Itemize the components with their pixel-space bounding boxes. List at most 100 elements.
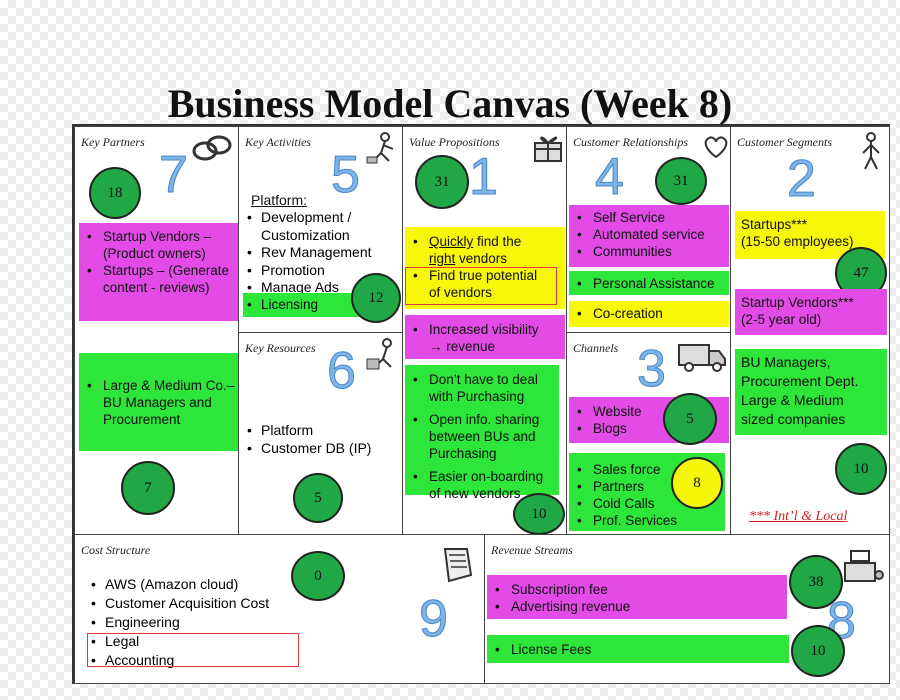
customer-segments-number: 2 [787, 150, 817, 208]
revenue-streams-label: Revenue Streams [491, 543, 573, 557]
cash-register-icon [844, 550, 884, 582]
list-item: Prof. Services [569, 512, 725, 529]
list-item: Partners [569, 478, 725, 495]
revenue-streams-badge-top: 38 [789, 555, 843, 609]
value-propositions-number: 1 [469, 148, 499, 206]
list-item: Customer DB (IP) [243, 439, 371, 457]
key-activities-number: 5 [331, 146, 361, 204]
channels-section: Channels 3 Website Blogs 5 Sales force P… [566, 332, 732, 536]
list-item: Promotion [243, 262, 381, 280]
value-magenta-box: Increased visibility → revenue [405, 315, 565, 359]
key-resources-number: 6 [327, 342, 357, 400]
list-item: Co-creation [569, 305, 729, 322]
list-item: License Fees [487, 641, 789, 658]
relationships-green-box: Personal Assistance [569, 271, 729, 295]
resources-icon [366, 338, 392, 370]
revenue-magenta-box: Subscription fee Advertising revenue [487, 575, 787, 619]
segments-green-line: Large & Medium [741, 392, 844, 408]
customer-relationships-label: Customer Relationships [573, 135, 689, 149]
list-item: Legal [87, 632, 269, 651]
cost-structure-number: 9 [419, 590, 449, 648]
text: find the [473, 234, 522, 249]
key-activities-label: Key Activities [245, 135, 312, 149]
revenue-green-box: License Fees [487, 635, 789, 663]
key-activities-badge: 12 [351, 273, 401, 323]
customer-relationships-badge: 31 [655, 157, 707, 205]
key-activities-list: Development / Customization Rev Manageme… [243, 209, 381, 297]
receipt-icon [443, 548, 473, 583]
list-item: Automated service [569, 226, 729, 243]
platform-heading: Platform: [251, 192, 308, 208]
customer-relationships-section: Customer Relationships 4 31 Self Service… [566, 126, 732, 334]
segments-magenta-line: (2-5 year old) [741, 312, 822, 327]
channels-badge-green: 5 [663, 393, 717, 445]
relationships-yellow-box: Co-creation [569, 301, 729, 327]
legal-accounting-outline [87, 633, 299, 667]
list-item: Increased visibility → revenue [405, 321, 549, 355]
revenue-streams-badge-bottom: 10 [791, 625, 845, 677]
channels-number: 3 [637, 340, 667, 398]
list-item: Subscription fee [487, 581, 787, 598]
truck-icon [678, 344, 726, 372]
chain-link-icon [192, 135, 232, 161]
customer-relationships-number: 4 [595, 148, 625, 206]
cost-structure-badge: 0 [291, 551, 345, 601]
text: vendors [455, 251, 508, 266]
customer-segments-label: Customer Segments [737, 135, 832, 149]
cost-structure-label: Cost Structure [81, 543, 151, 557]
segments-green-line: sized companies [741, 411, 846, 427]
list-item: Customer Acquisition Cost [87, 594, 269, 613]
list-item: Website [569, 403, 729, 420]
list-item: Easier on-boarding of new vendors [405, 468, 549, 502]
segments-yellow-line: (15-50 employees) [741, 234, 854, 249]
key-partners-badge-top: 18 [89, 167, 141, 219]
list-item: Engineering [87, 613, 269, 632]
value-propositions-label: Value Propositions [409, 135, 500, 149]
key-activities-section: Key Activities 5 Platform: Development /… [238, 126, 404, 334]
person-icon [862, 132, 880, 170]
key-partners-number: 7 [159, 146, 189, 204]
intl-local-note: *** Int’l & Local [749, 509, 848, 524]
worker-icon [366, 132, 394, 164]
list-item: Manage Ads [243, 279, 381, 297]
list-item: Licensing [243, 296, 373, 313]
key-resources-badge: 5 [293, 473, 343, 523]
key-resources-section: Key Resources 6 Platform Customer DB (IP… [238, 332, 404, 536]
segments-magenta-line: Startup Vendors*** [741, 295, 854, 310]
revenue-streams-section: Revenue Streams Subscription fee Adverti… [484, 534, 890, 684]
key-resources-label: Key Resources [245, 341, 316, 355]
value-propositions-section: Value Propositions 31 1 Quickly find the… [402, 126, 568, 536]
segments-green-box: BU Managers, Procurement Dept. Large & M… [735, 349, 887, 435]
heart-icon [704, 136, 728, 159]
page-title: Business Model Canvas (Week 8) [167, 81, 733, 126]
key-partners-box-companies: Large & Medium Co.– BU Managers and Proc… [79, 353, 239, 451]
key-partners-label: Key Partners [81, 135, 145, 149]
value-propositions-badge-top: 31 [415, 155, 469, 209]
customer-segments-badge-bottom: 10 [835, 443, 887, 495]
list-item: Accounting [87, 651, 269, 670]
list-item: Communities [569, 243, 729, 260]
value-green-box: Don’t have to deal with Purchasing Open … [405, 365, 559, 501]
key-resources-list: Platform Customer DB (IP) [243, 421, 371, 457]
key-partners-badge-bottom: 7 [121, 461, 175, 515]
list-item: Rev Management [243, 244, 381, 262]
highlight-outline [405, 267, 557, 305]
segments-green-line: BU Managers, [741, 354, 831, 370]
relationships-magenta-box: Self Service Automated service Communiti… [569, 205, 729, 267]
key-partners-box-partners: Startup Vendors – (Product owners)Startu… [79, 223, 239, 321]
channels-badge-yellow: 8 [671, 457, 723, 509]
list-item: Startups – (Generate content - reviews) [79, 262, 239, 296]
business-model-canvas: Key Partners 7 18 Startup Vendors – (Pro… [72, 124, 890, 684]
list-item: Personal Assistance [569, 275, 729, 292]
list-item: Find true potential of vendors [405, 267, 549, 301]
segments-magenta-box: Startup Vendors*** (2-5 year old) [735, 289, 887, 335]
channels-label: Channels [573, 341, 619, 355]
segments-yellow-line: Startups*** [741, 217, 808, 232]
customer-segments-section: Customer Segments 2 Startups*** (15-50 e… [730, 126, 890, 536]
list-item: Self Service [569, 209, 729, 226]
underlined-text: Quickly [429, 234, 474, 249]
list-item: Cold Calls [569, 495, 725, 512]
list-item: Open info. sharing between BUs and Purch… [405, 411, 549, 462]
